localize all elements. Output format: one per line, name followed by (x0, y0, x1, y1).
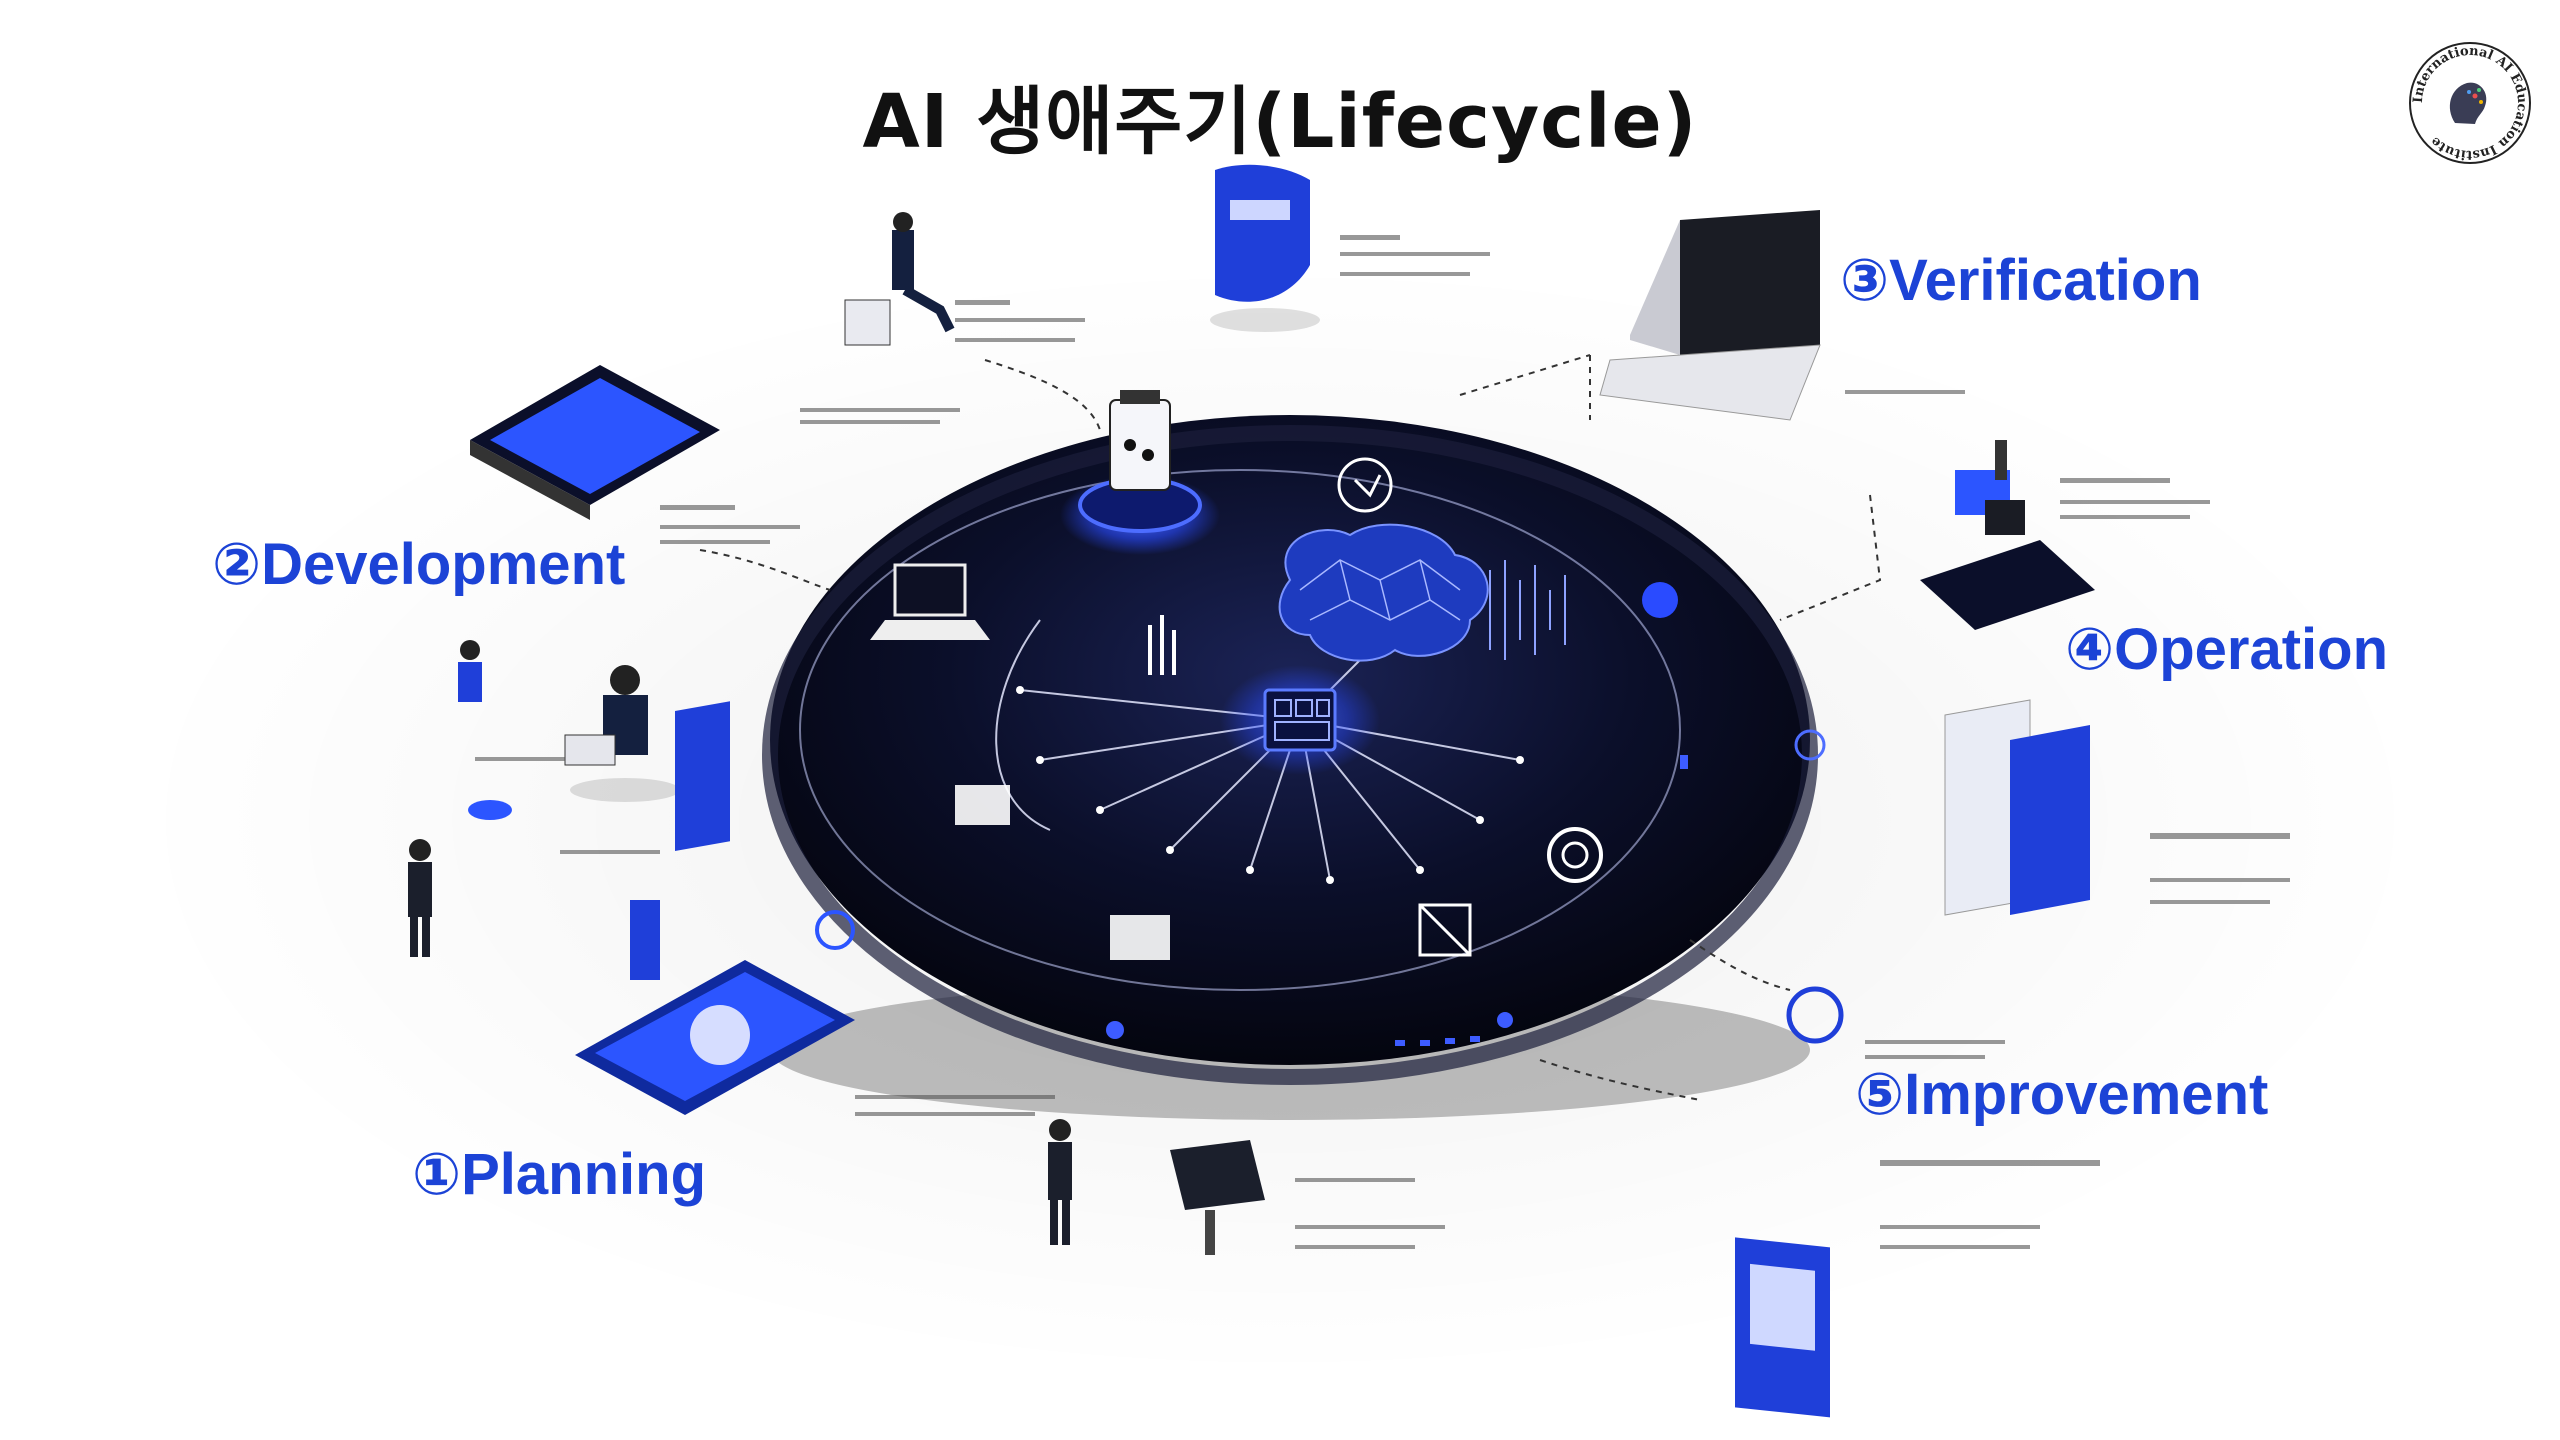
data-bars (1489, 560, 1566, 660)
shield-station-icon (1210, 164, 1320, 332)
institute-logo: International AI Education Institute (2409, 42, 2531, 164)
bars-icon (1148, 615, 1176, 675)
documents-icon (1944, 699, 2090, 916)
stage-operation-text: Operation (2114, 617, 2389, 682)
stage-development-text: Development (261, 532, 626, 597)
presenter-icon (408, 701, 855, 1115)
robot-icon (955, 785, 1170, 960)
dashed-connectors (699, 354, 1882, 1101)
improvement-panel-icon (1735, 986, 1844, 1418)
brain-network-icon (1278, 523, 1489, 662)
laptop-icon (870, 563, 990, 640)
stage-improvement-number: ⑤ (1855, 1062, 1905, 1127)
stage-improvement-text: Improvement (1904, 1062, 2269, 1127)
globe-icon (1642, 582, 1826, 761)
fine-print-marks (475, 235, 2290, 1249)
stage-verification-number: ③ (1840, 248, 1890, 313)
stage-development-number: ② (212, 532, 262, 597)
verification-laptop-icon (1599, 210, 1821, 421)
edge-markers (1106, 755, 1688, 1046)
box-icon (1418, 903, 1472, 957)
stage-operation-label: ④Operation (2065, 615, 2388, 683)
operation-desk-icon (1920, 440, 2095, 630)
gear-icon (1547, 827, 1603, 883)
ai-chip-icon (1220, 665, 1380, 775)
network-nodes (1016, 686, 1524, 884)
stage-verification-label: ③Verification (1840, 246, 2202, 314)
man-monitor-icon (1048, 1119, 1265, 1255)
stage-operation-number: ④ (2065, 617, 2115, 682)
server-pedestal-icon (1060, 390, 1220, 555)
tablet-station-icon (470, 365, 720, 520)
person-laptop-icon (458, 640, 680, 802)
orbit-ring (799, 469, 1681, 991)
lightbulb-icon (1337, 457, 1393, 513)
stage-planning-label: ①Planning (412, 1140, 706, 1208)
stage-planning-text: Planning (461, 1142, 706, 1207)
stage-improvement-label: ⑤Improvement (1855, 1060, 2268, 1128)
person-stool-icon (844, 212, 955, 346)
stage-development-label: ②Development (212, 530, 625, 598)
stage-verification-text: Verification (1889, 248, 2202, 313)
stage-planning-number: ① (412, 1142, 462, 1207)
page-title: AI 생애주기(Lifecycle) (862, 79, 1698, 165)
